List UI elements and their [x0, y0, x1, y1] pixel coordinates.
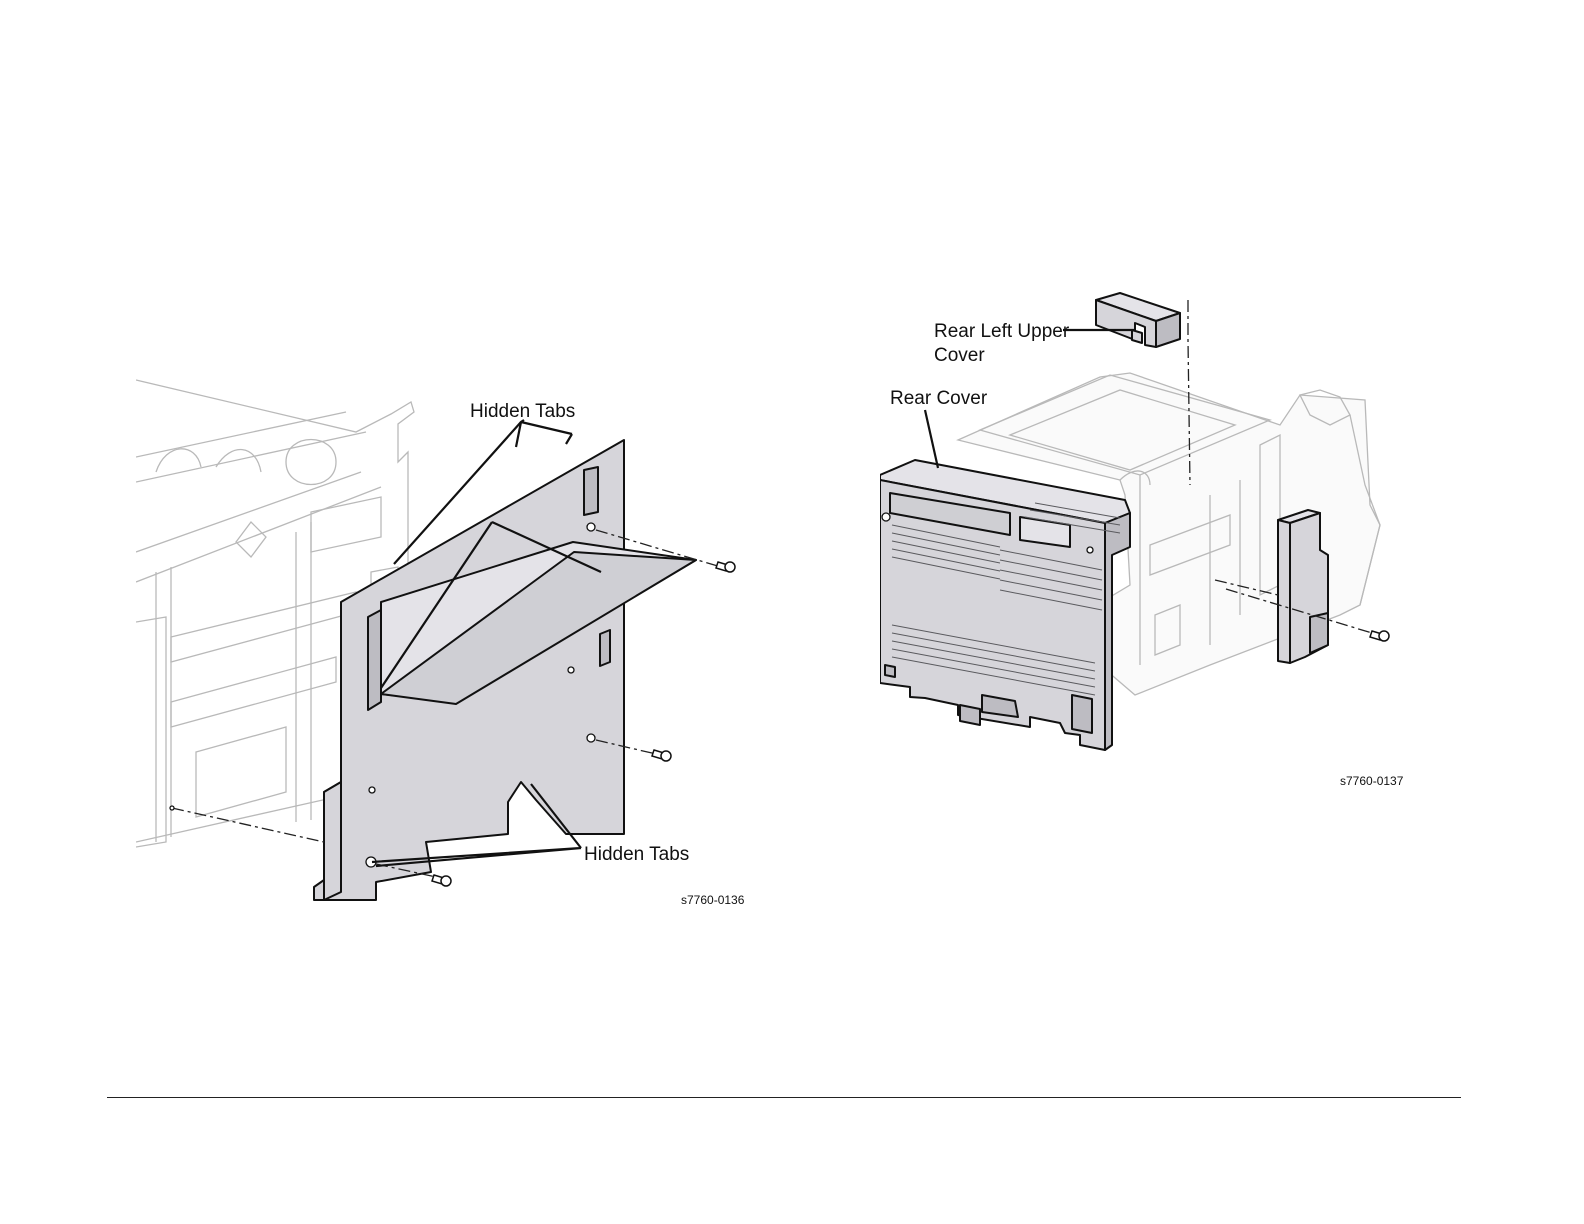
screw-icon: [432, 875, 451, 886]
upper-hidden-tabs-label: Hidden Tabs: [470, 401, 575, 422]
right-figure-id: s7760-0137: [1340, 774, 1404, 788]
rear-cover-leader: [925, 410, 938, 468]
rear-cover-part: [880, 460, 1130, 750]
screw-icon: [716, 562, 735, 572]
screw-icon: [1370, 631, 1389, 641]
lower-hidden-tabs-label: Hidden Tabs: [584, 844, 689, 865]
left-figure-drawing: Hidden Tabs Hidden Tabs s7760-0136: [136, 372, 746, 922]
right-figure-drawing: Rear Left Upper Cover Rear Cover s7760-0…: [880, 285, 1410, 805]
rear-right-cover-part: [1278, 510, 1328, 663]
footer-divider: [107, 1097, 1461, 1098]
rear-left-upper-cover-label-line2: Cover: [934, 345, 985, 366]
left-side-cover-part: [314, 440, 696, 900]
rear-left-upper-cover-part: [1096, 293, 1180, 347]
figure-left-side-cover-removal: Hidden Tabs Hidden Tabs s7760-0136: [136, 372, 746, 922]
rear-cover-label: Rear Cover: [890, 388, 988, 409]
left-figure-id: s7760-0136: [681, 893, 745, 907]
screw-icon: [652, 750, 671, 761]
rear-left-upper-cover-label-line1: Rear Left Upper: [934, 321, 1070, 342]
figure-right-rear-cover-removal: Rear Left Upper Cover Rear Cover s7760-0…: [880, 285, 1410, 805]
